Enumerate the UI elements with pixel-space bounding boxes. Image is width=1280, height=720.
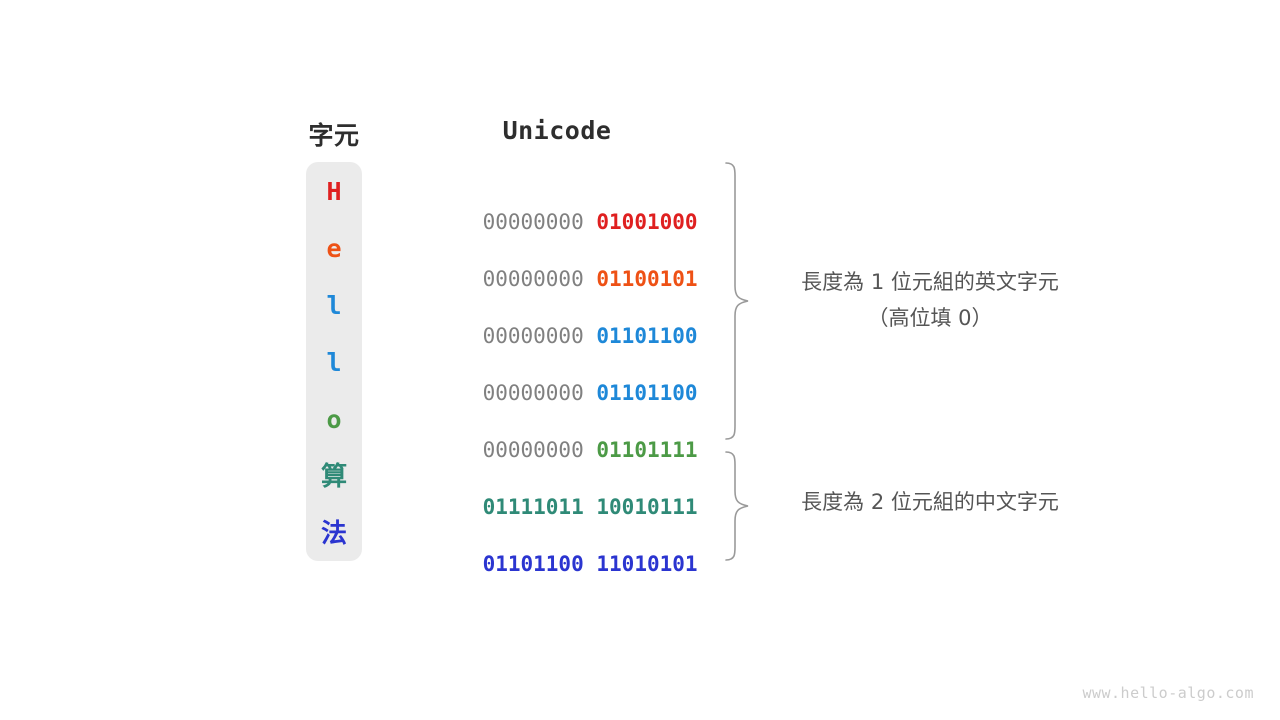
annotation-one-byte-sub: （高位填 0） <box>867 306 993 330</box>
character-glyph-2: l <box>326 291 342 320</box>
annotation-two-byte-main: 長度為 2 位元組的中文字元 <box>801 490 1059 514</box>
high-byte-2: 00000000 <box>482 324 584 348</box>
high-byte-5: 01111011 <box>482 495 584 519</box>
low-byte-6: 11010101 <box>596 552 698 576</box>
annotation-one-byte: 長度為 1 位元組的英文字元 （高位填 0） <box>801 264 1059 336</box>
high-byte-0: 00000000 <box>482 210 584 234</box>
byte-separator-0 <box>584 210 597 234</box>
character-glyph-1: e <box>326 234 342 263</box>
brace-one-byte-group <box>725 162 749 440</box>
unicode-bits-row-4: 00000000 01101111 <box>432 405 698 462</box>
low-byte-3: 01101100 <box>596 381 698 405</box>
column-header-unicode: Unicode <box>502 116 612 145</box>
low-byte-0: 01001000 <box>596 210 698 234</box>
unicode-bits-row-0: 00000000 01001000 <box>432 177 698 234</box>
unicode-bits-row-5: 01111011 10010111 <box>432 462 698 519</box>
high-byte-1: 00000000 <box>482 267 584 291</box>
character-glyph-4: o <box>326 405 342 434</box>
character-glyph-0: H <box>326 177 342 206</box>
byte-separator-3 <box>584 381 597 405</box>
byte-separator-4 <box>584 438 597 462</box>
column-header-character: 字元 <box>308 121 360 150</box>
character-glyph-6: 法 <box>320 519 347 549</box>
annotation-two-byte: 長度為 2 位元組的中文字元 <box>801 484 1059 520</box>
low-byte-2: 01101100 <box>596 324 698 348</box>
high-byte-6: 01101100 <box>482 552 584 576</box>
brace-two-byte-group <box>725 451 749 561</box>
site-watermark: www.hello-algo.com <box>1082 684 1254 702</box>
high-byte-4: 00000000 <box>482 438 584 462</box>
high-byte-3: 00000000 <box>482 381 584 405</box>
character-column-panel <box>306 162 362 561</box>
annotation-one-byte-main: 長度為 1 位元組的英文字元 <box>801 270 1059 294</box>
byte-separator-1 <box>584 267 597 291</box>
unicode-bits-row-6: 01101100 11010101 <box>432 519 698 576</box>
low-byte-4: 01101111 <box>596 438 698 462</box>
character-glyph-3: l <box>326 348 342 377</box>
low-byte-1: 01100101 <box>596 267 698 291</box>
low-byte-5: 10010111 <box>596 495 698 519</box>
byte-separator-2 <box>584 324 597 348</box>
character-glyph-5: 算 <box>320 462 347 492</box>
byte-separator-6 <box>584 552 597 576</box>
unicode-bits-row-1: 00000000 01100101 <box>432 234 698 291</box>
unicode-bits-row-3: 00000000 01101100 <box>432 348 698 405</box>
byte-separator-5 <box>584 495 597 519</box>
unicode-bits-row-2: 00000000 01101100 <box>432 291 698 348</box>
